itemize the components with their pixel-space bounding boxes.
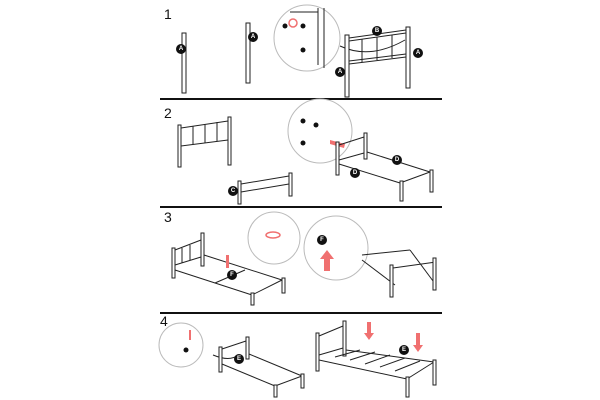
part-label: D [353, 170, 358, 176]
part-label: F [320, 237, 324, 243]
detail-inset [158, 322, 204, 368]
bed-frame-underside [361, 249, 437, 298]
detail-inset [303, 215, 369, 281]
step-2: 2 C D D [164, 98, 434, 205]
bed-frame-with-slats [315, 320, 437, 398]
step-number: 2 [164, 105, 172, 121]
part-label: E [402, 347, 406, 353]
headboard [177, 116, 232, 168]
bed-frame [218, 336, 305, 398]
bed-frame-partial [335, 132, 434, 202]
part-label: A [251, 34, 256, 40]
part-label: B [375, 28, 380, 34]
part-label: C [231, 188, 236, 194]
part-label: F [230, 272, 234, 278]
part-label-badge [248, 32, 258, 42]
part-label: A [338, 69, 343, 75]
post-a [181, 32, 187, 94]
rotate-arrow-icon [288, 18, 298, 28]
detail-inset [287, 98, 353, 164]
headboard-b [344, 26, 411, 98]
step-3: 3 F F [164, 209, 437, 306]
step-number: 4 [160, 313, 168, 329]
post-a [245, 22, 251, 84]
part-label: A [416, 50, 421, 56]
down-arrow-icon [226, 255, 229, 268]
step-1: 1 A A B A A [164, 4, 423, 98]
down-arrow-icon [189, 330, 191, 340]
step-4: 4 E E [158, 313, 437, 398]
down-arrow-icon [413, 333, 423, 352]
part-label: E [237, 356, 241, 362]
down-arrow-icon [364, 322, 374, 340]
step-number: 1 [164, 6, 172, 22]
bed-frame [171, 232, 286, 306]
up-arrow-icon [320, 250, 334, 271]
part-label: D [395, 157, 400, 163]
footboard-c [237, 172, 293, 205]
rotate-arrow-icon [265, 231, 281, 239]
step-number: 3 [164, 209, 172, 225]
part-label-badge [176, 44, 186, 54]
part-label: A [179, 46, 184, 52]
detail-inset [273, 4, 341, 72]
